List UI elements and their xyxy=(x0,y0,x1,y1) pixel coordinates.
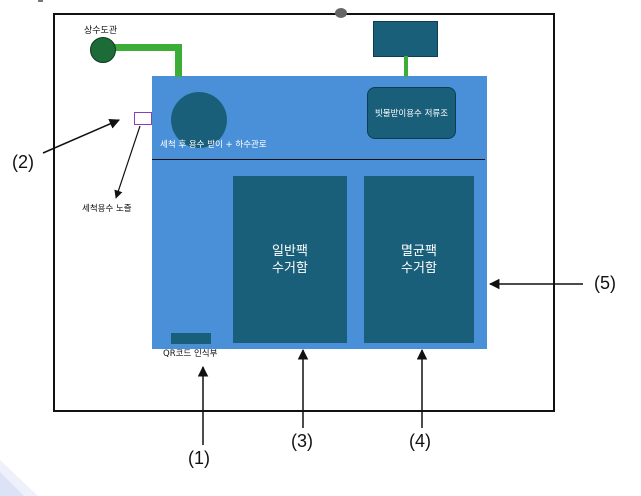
general-bin-label-line2: 수거함 xyxy=(272,260,308,276)
tank-pipe xyxy=(404,56,408,77)
reservoir-label: 빗물받이용수 저류조 xyxy=(374,109,449,119)
rainwater-reservoir: 빗물받이용수 저류조 xyxy=(367,87,456,139)
water-pipe-horizontal xyxy=(108,44,180,51)
sink-basin xyxy=(171,92,227,148)
qr-reader-label: QR코드 인식부 xyxy=(163,349,218,359)
divider-line xyxy=(152,159,485,160)
sterile-bin-label-line2: 수거함 xyxy=(401,260,437,276)
callout-2: (2) xyxy=(12,152,34,172)
general-bin-label-line1: 일반팩 xyxy=(272,243,308,259)
qr-reader xyxy=(171,333,211,344)
washer-outlet-label: 세척용수 노즐 xyxy=(82,204,132,214)
sterile-bin-label-line1: 멸균팩 xyxy=(401,243,437,259)
general-pack-bin: 일반팩 수거함 xyxy=(233,176,347,343)
callout-4: (4) xyxy=(409,431,431,451)
sink-label: 세척 후 용수 받이 + 하수관로 xyxy=(160,140,267,150)
callout-3: (3) xyxy=(291,431,313,451)
washer-outlet xyxy=(134,112,152,125)
corner-mark xyxy=(38,0,43,2)
top-tank xyxy=(373,21,438,57)
water-pipe-label: 상수도관 xyxy=(84,26,118,36)
water-pipe-node xyxy=(90,37,116,63)
top-dot xyxy=(335,8,347,18)
corner-decoration xyxy=(0,460,38,496)
water-pipe-vertical xyxy=(175,44,182,77)
callout-1: (1) xyxy=(188,448,210,468)
callout-5: (5) xyxy=(594,273,616,293)
sterile-pack-bin: 멸균팩 수거함 xyxy=(364,176,474,343)
